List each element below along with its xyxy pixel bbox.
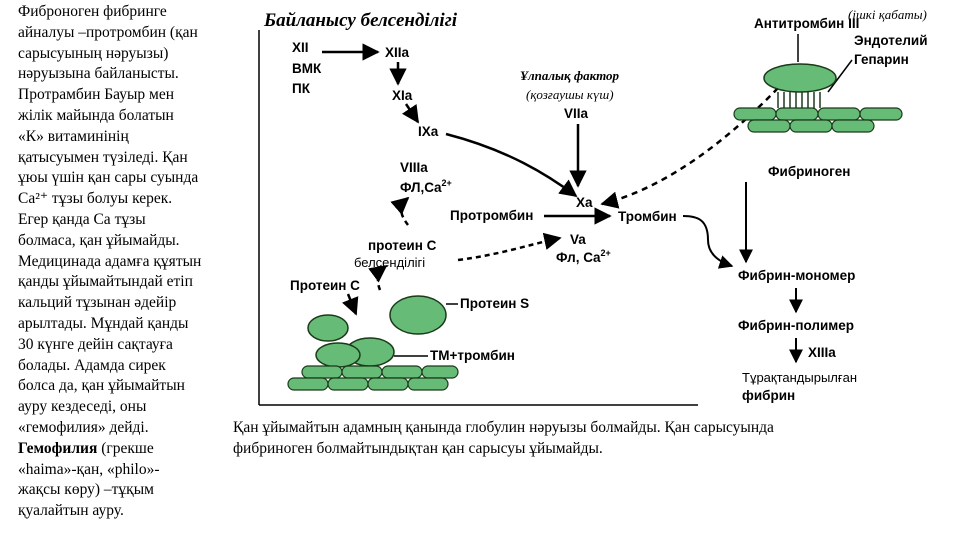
left-text-line: болмаса, қан ұйымайды. — [18, 231, 180, 249]
left-text-line: ұюы үшін қан сары суында — [18, 169, 199, 187]
arrow-protein-c — [342, 293, 359, 316]
left-text-line: жақсы көру) –тұқым — [18, 481, 154, 499]
factor-xii: XII — [292, 40, 309, 55]
fibrinogen-label: Фибриноген — [768, 164, 850, 179]
ca-superscript: 2+ — [442, 178, 452, 188]
factor-fl-ca2-text: Фл, Ca — [556, 250, 601, 265]
hemophilia-rest: (грекше — [97, 439, 154, 457]
factor-viia: VIIa — [564, 106, 589, 121]
left-text-line: айналуы –протромбин (қан — [18, 23, 198, 41]
protein-c-label: Протеин C — [290, 278, 360, 293]
left-text-line: Протрамбин Бауыр мен — [18, 86, 175, 104]
antithrombin-blob — [763, 63, 837, 93]
bottom-note-line: Қан ұйымайтын адамның қанында глобулин н… — [233, 419, 774, 436]
arrow-thrombin-fibrin — [682, 215, 734, 269]
factor-fl-ca2: Фл, Ca2+ — [556, 248, 611, 265]
left-text-line: «haima»-қан, «philo»- — [18, 460, 160, 478]
left-text-line: болса да, қан ұйымайтын — [18, 377, 185, 395]
factor-vmk: ВМК — [292, 61, 322, 76]
left-text-line: ауру кездеседі, оны — [18, 398, 147, 416]
factor-xiia: XIIa — [385, 45, 410, 60]
tissue-factor-sub: (қозғаушы күш) — [526, 87, 614, 102]
left-text-line: қатысуымен түзіледі. Қан — [18, 148, 188, 166]
left-text-line: нәруызына байланысты. — [18, 65, 179, 83]
factor-fl-ca: ФЛ,Ca2+ — [400, 178, 452, 195]
left-text-line: кальций тұзынан әдейір — [18, 294, 177, 312]
protein-c-activity-label: протеин C — [368, 238, 437, 253]
factor-xiiia: XIIIa — [808, 345, 836, 360]
left-text-block: Фиброноген фибринге айналуы –протромбин … — [18, 2, 240, 522]
endothelium-label: Эндотелий — [854, 33, 928, 48]
bottom-note-line: фибриноген болмайтындықтан қан сарысуы ұ… — [233, 440, 603, 457]
heparin-chains — [777, 92, 821, 108]
protein-c-activity-sub: белсенділігі — [354, 255, 425, 270]
arrow-ixa-xa — [445, 132, 578, 198]
left-text-line: қуалайтын ауру. — [18, 502, 124, 520]
left-text-line: арылтады. Мұндай қанды — [18, 314, 189, 332]
left-text-line: Са²⁺ тұзы болуы керек. — [18, 190, 173, 208]
hemophilia-term: Гемофилия — [18, 439, 98, 457]
left-text-line: қанды ұйымайтындай етіп — [18, 273, 193, 291]
antithrombin-label: Антитромбин III — [754, 16, 859, 31]
inner-layer-label: (ішкі қабаты) — [848, 7, 927, 22]
fibrin-polymer-label: Фибрин-полимер — [738, 318, 854, 333]
left-text-line: Медицинада адамға құятын — [18, 252, 202, 270]
factor-viiia: VIIIa — [400, 160, 428, 175]
endothelium-cells-right — [733, 107, 903, 133]
left-text-line: болады. Адамда сирек — [18, 356, 166, 374]
tissue-factor-label: Ұлпалық фактор — [520, 68, 620, 83]
dashed-antithrombin-to-xa — [600, 87, 779, 209]
heparin-pointer — [827, 59, 853, 93]
diagram-title: Байланысу белсенділігі — [263, 10, 458, 31]
left-text-line: 30 күнге дейін сақтауға — [18, 335, 173, 353]
factor-fl-ca-text: ФЛ,Ca — [400, 180, 442, 195]
fibrin-label: фибрин — [742, 388, 795, 403]
left-text-line: «К» витаминінің — [18, 127, 129, 145]
factor-va: Va — [570, 232, 586, 247]
left-text-line: Егер қанда Са тұзы — [18, 210, 146, 228]
factor-pk: ПК — [292, 81, 311, 96]
fibrin-monomer-label: Фибрин-мономер — [738, 268, 855, 283]
dashed-protein-c-to-viiia — [390, 196, 410, 226]
tm-thrombin-label: ТМ+тромбин — [430, 348, 515, 363]
factor-xia: XIa — [392, 88, 413, 103]
left-text-line: сарысуының нәруызы) — [18, 44, 169, 62]
membrane-blob — [315, 342, 361, 368]
left-text-line: Фиброноген фибринге — [18, 3, 167, 20]
factor-xa: Xa — [576, 195, 593, 210]
left-text-line: «гемофилия» дейді. — [18, 418, 149, 436]
protein-s-blob — [389, 295, 447, 335]
prothrombin-label: Протромбин — [450, 208, 533, 223]
thrombin-label: Тромбин — [618, 209, 677, 224]
stabilized-label: Тұрақтандырылған — [742, 370, 857, 385]
dashed-protein-c-to-va — [457, 232, 562, 262]
endothelium-cells-left — [287, 365, 459, 391]
left-text-line: жілік майында болатын — [18, 106, 174, 124]
factor-ixa: IXa — [418, 124, 439, 139]
ca-superscript-2: 2+ — [601, 248, 611, 258]
hemophilia-line: Гемофилия (грекше — [18, 439, 240, 460]
bottom-note: Қан ұйымайтын адамның қанында глобулин н… — [233, 417, 953, 459]
protein-s-label: Протеин S — [460, 296, 529, 311]
protein-c-blob — [307, 314, 349, 342]
coagulation-diagram: Байланысу белсенділігі (ішкі қабаты) XII… — [258, 7, 928, 406]
heparin-label: Гепарин — [854, 52, 909, 67]
arrow-xia-ixa — [401, 103, 420, 124]
dashed-protein-c-activation — [368, 264, 388, 291]
